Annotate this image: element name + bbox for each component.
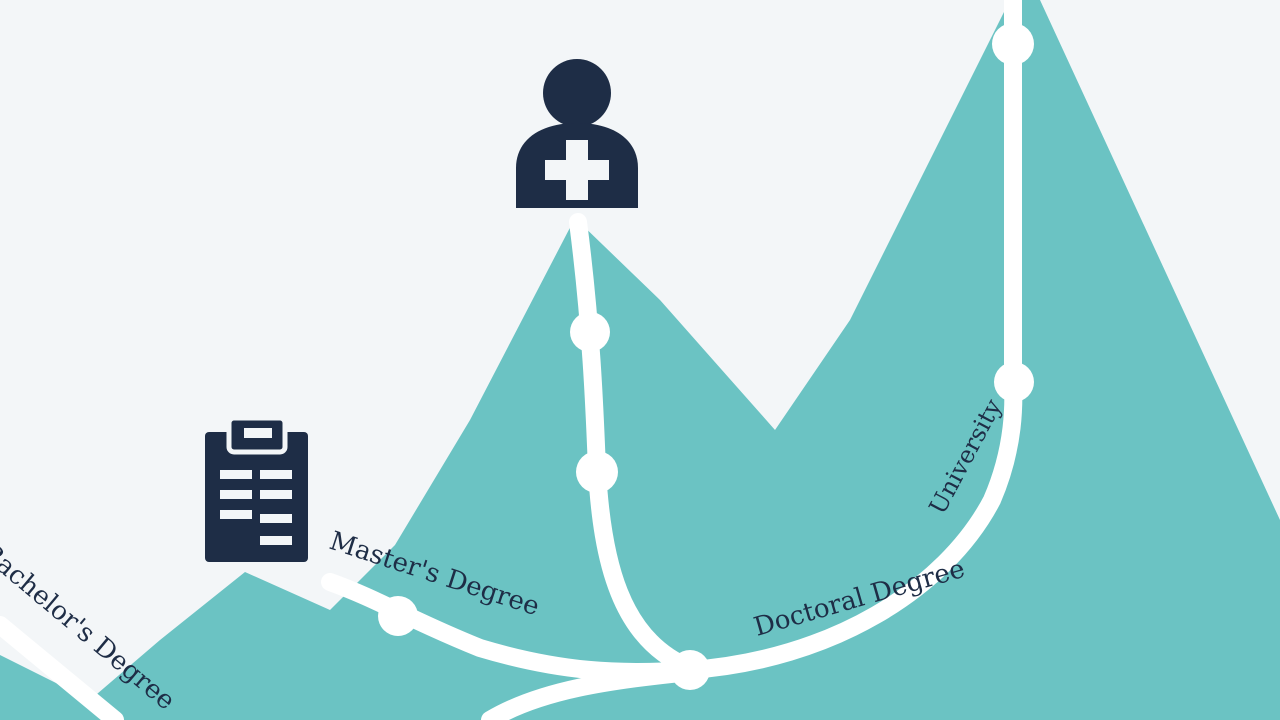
waypoints <box>378 23 1034 690</box>
waypoint <box>570 312 610 352</box>
waypoint <box>670 650 710 690</box>
medical-person-icon <box>516 59 638 208</box>
path-bottom-branch <box>481 663 699 720</box>
path-university-branch <box>681 0 1023 679</box>
path-left <box>0 616 124 720</box>
clipboard-icon <box>205 415 308 562</box>
waypoint <box>378 596 418 636</box>
waypoint <box>992 23 1034 65</box>
waypoint <box>576 451 618 493</box>
waypoint <box>994 362 1034 402</box>
